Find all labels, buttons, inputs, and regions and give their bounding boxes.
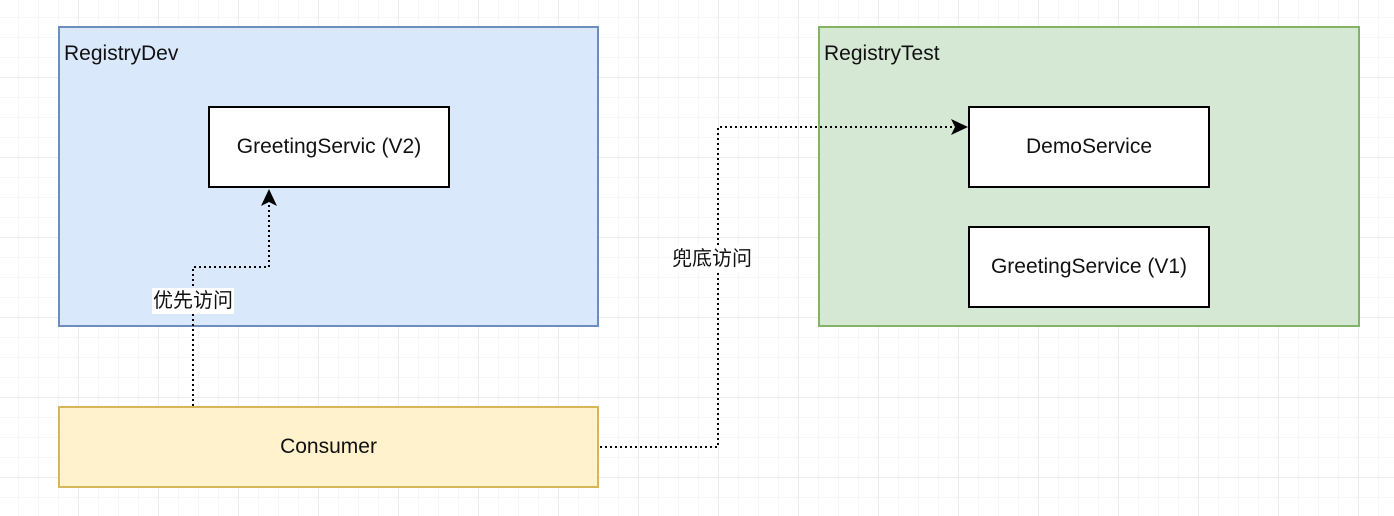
registry-dev-title: RegistryDev xyxy=(64,42,179,65)
priority-edge-label: 优先访问 xyxy=(152,288,234,314)
demo-service-node[interactable]: DemoService xyxy=(968,106,1210,188)
registry-test-title: RegistryTest xyxy=(824,42,940,65)
greeting-service-v2-node[interactable]: GreetingServic (V2) xyxy=(208,106,450,188)
consumer-node[interactable]: Consumer xyxy=(58,406,599,488)
greeting-service-v1-node[interactable]: GreetingService (V1) xyxy=(968,226,1210,308)
fallback-edge-label: 兜底访问 xyxy=(671,246,753,272)
